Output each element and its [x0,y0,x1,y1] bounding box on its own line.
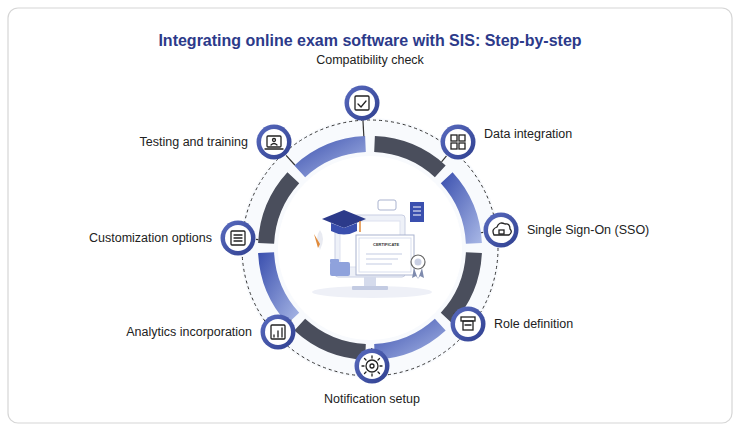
analytics-icon [271,325,285,339]
ring [258,136,482,360]
step-icon-circle: Analytics incorporation [260,314,296,350]
step-icon-circle: Customization options [220,220,256,256]
leader-line [256,239,258,240]
leader-line [362,121,364,136]
step-icon-circle: Testing and training [256,124,292,160]
step-label: Analytics incorporation [126,325,252,339]
dashed-circle [242,120,498,376]
step-label: Data integration [484,127,572,141]
circle-outline [220,220,256,256]
circle-outline [483,212,519,248]
step-label: Role definition [494,317,573,331]
step-icon-circle: Data integration [440,124,476,160]
leader-line [481,232,483,234]
step-label: Testing and training [140,135,248,149]
leader-lines [256,121,483,360]
step-icon-circle: Role definition [450,306,486,342]
step-label: Customization options [89,231,212,245]
step-label: Notification setup [324,392,420,406]
halo [240,118,500,378]
gear-icon [362,356,382,376]
step-icon-circle: Single Sign-On (SSO) [483,212,519,248]
step-icon-circle: Compatibility check [344,85,380,121]
checklist-icon [355,96,369,110]
cloud-lock-icon [493,223,511,235]
circle-outline [354,348,390,384]
options-icon [231,231,245,245]
certificate-text: CERTIFICATE [373,242,399,247]
circle-outline [344,85,380,121]
training-icon [265,136,283,149]
step-label: Single Sign-On (SSO) [527,223,649,237]
leader-line [286,155,295,165]
circle-outline [256,124,292,160]
leader-line [442,156,447,162]
step-icon-circle: Notification setup [354,348,390,384]
data-icon [451,135,465,149]
center-illustration [312,200,432,298]
circle-outline [260,314,296,350]
circle-outline [450,306,486,342]
card-frame [8,8,732,423]
title: Integrating online exam software with SI… [0,32,740,50]
step-label: Compatibility check [316,53,424,67]
role-icon [461,317,475,330]
circle-outline [440,124,476,160]
inner-disc [278,156,462,340]
